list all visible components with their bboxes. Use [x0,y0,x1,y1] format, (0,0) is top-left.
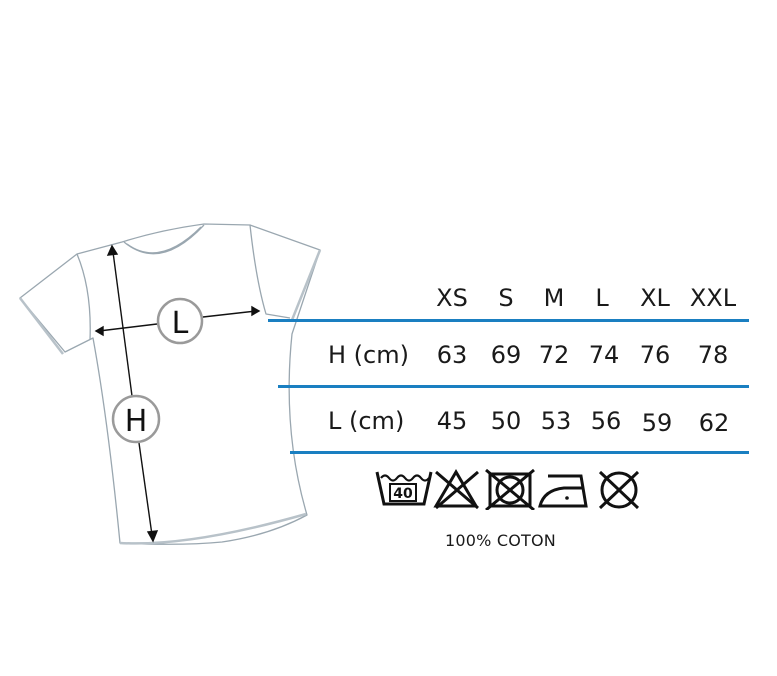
fabric-composition: 100% COTON [445,531,556,550]
column-header: L [595,284,609,312]
table-cell: 50 [490,407,522,435]
table-cell: 72 [538,341,570,369]
table-cell: 78 [697,341,729,369]
table-rule-top [268,319,749,322]
height-marker: H [111,394,161,444]
svg-text:40: 40 [393,486,413,502]
column-header: XXL [689,284,737,312]
no-bleach-icon [433,469,479,510]
no-dry-clean-icon [598,470,640,510]
care-symbols: 40 [375,468,640,510]
row-label-width: L (cm) [328,407,405,435]
table-cell: 56 [590,407,622,435]
table-cell: 59 [641,409,673,437]
iron-low-icon [538,474,588,508]
column-header: S [498,284,514,312]
column-header: XS [436,284,468,312]
wash-40-icon: 40 [375,471,433,506]
table-rule-bottom [290,451,749,454]
table-cell: 45 [436,407,468,435]
svg-text:H: H [125,404,148,439]
table-cell: 69 [490,341,522,369]
width-marker: L [156,297,204,345]
table-cell: 74 [588,341,620,369]
svg-text:L: L [172,306,189,341]
table-cell: 76 [639,341,671,369]
table-cell: 53 [540,407,572,435]
table-rule-middle [278,385,749,388]
row-label-height: H (cm) [328,341,409,369]
table-cell: 63 [436,341,468,369]
no-tumble-dry-icon [485,468,535,510]
table-cell: 62 [698,409,730,437]
column-header: M [543,284,565,312]
column-header: XL [640,284,670,312]
